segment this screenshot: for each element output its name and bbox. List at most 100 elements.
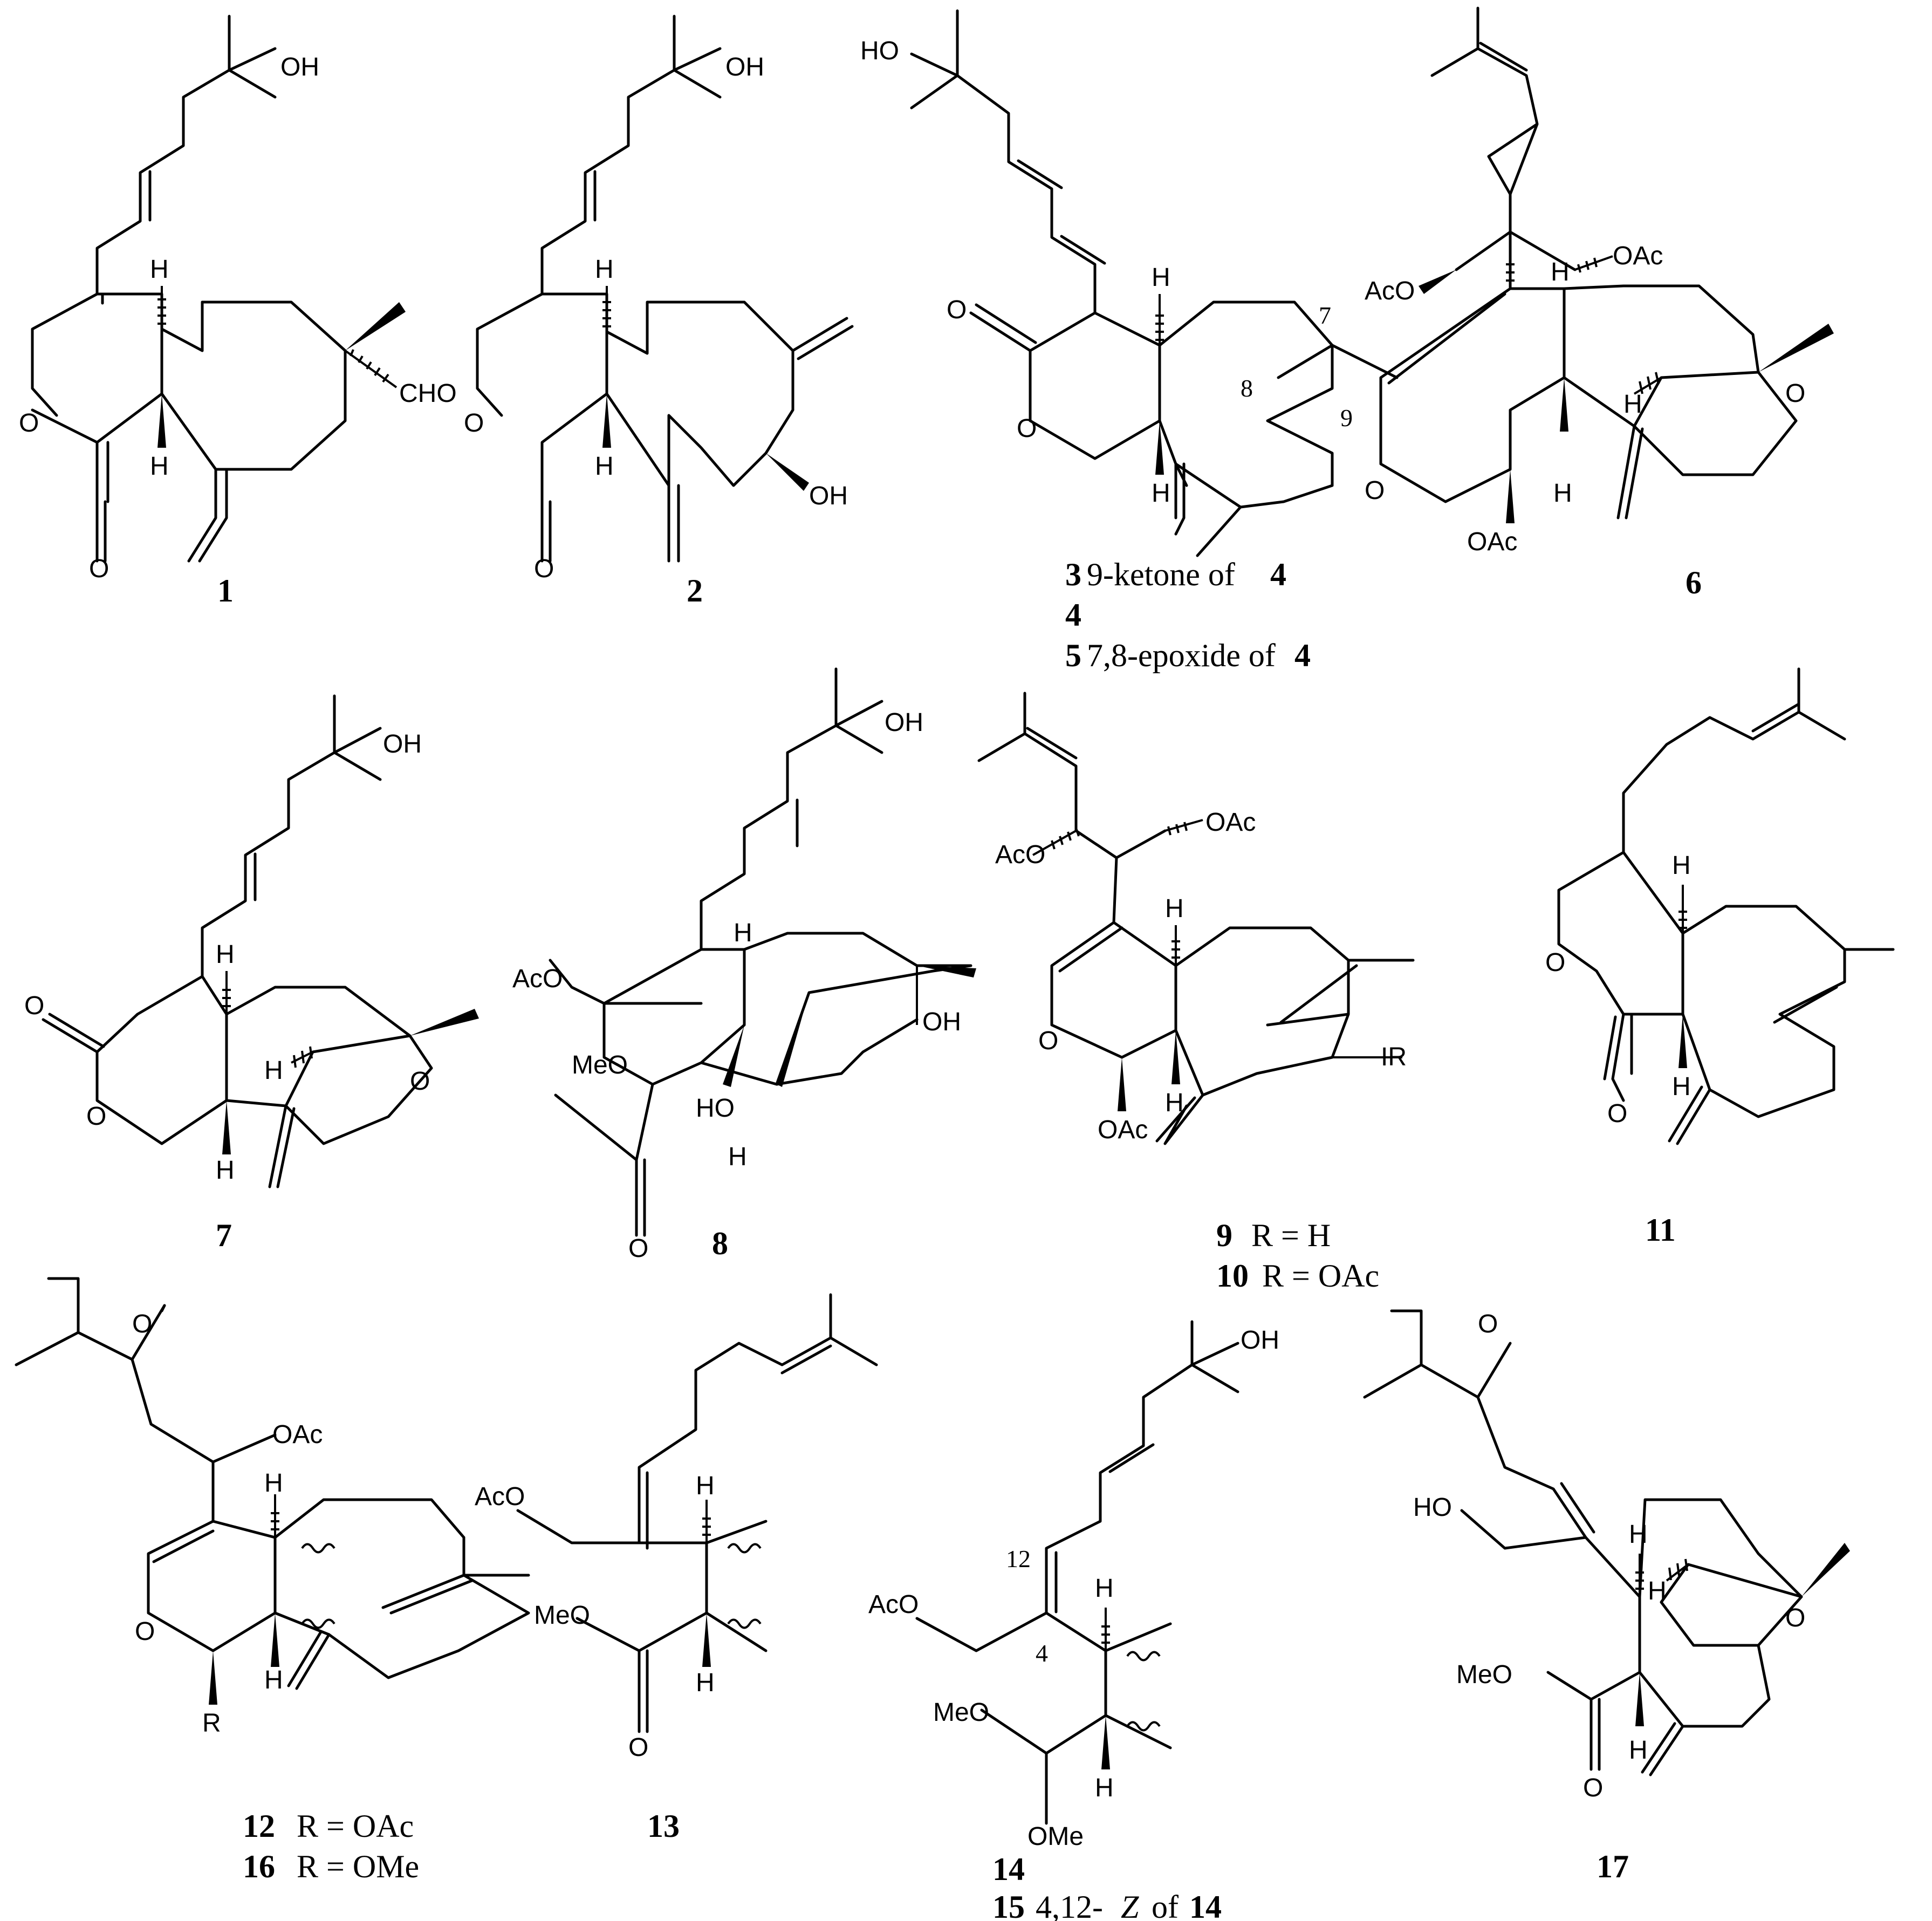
position-number: 7 [1319,302,1331,329]
compound-note: R = H [1251,1218,1331,1253]
oac-label: AcO [1365,277,1415,305]
ring-oxygen-label: O [464,409,484,437]
compound-number-12: 12 [243,1808,275,1844]
cho-label: CHO [399,379,457,408]
compound-note: of [1152,1889,1179,1921]
compound-reference: 14 [1189,1889,1222,1921]
oac-label: OAc [1467,528,1517,556]
ome-label: MeO [534,1601,590,1630]
compound-number-16: 16 [243,1849,275,1884]
ring-oxygen-label: O [1365,476,1385,505]
h-label: H [1672,1072,1691,1101]
r-group-label: R [202,1709,221,1738]
oac-label: AcO [512,965,563,993]
h-label: H [1553,479,1572,508]
oh-label: OH [922,1008,961,1036]
compound-number-6: 6 [1686,565,1702,600]
ring-oxygen-label: O [19,409,39,437]
oac-label: OAc [1098,1116,1148,1144]
carbonyl-oxygen-label: O [947,296,967,324]
oac-label: AcO [475,1482,525,1511]
structure-compound-17: O HO MeO O O H H H 17 [1363,1309,1850,1884]
position-number: 8 [1241,374,1253,402]
ring-oxygen-label: O [1545,948,1565,977]
h-label: H [734,919,752,947]
structure-compound-13: AcO MeO O H H 13 [475,1293,878,1844]
r-group-label: IR [1381,1043,1407,1071]
oh-label: OH [809,482,848,510]
ring-oxygen-label: O [86,1102,106,1131]
h-label: H [1629,1736,1648,1765]
compound-number-1: 1 [217,573,234,609]
h-label: H [1095,1574,1114,1603]
structure-compound-2: OH OH O O H H 2 [464,15,854,609]
structure-compound-7: OH O O O H H H 7 [24,694,479,1253]
h-label: H [1152,479,1170,508]
compound-number-4: 4 [1065,597,1081,633]
ome-label: MeO [572,1051,628,1079]
epoxide-oxygen-label: O [1785,379,1805,408]
epoxide-oxygen-label: O [132,1310,152,1338]
oac-label: OAc [1613,242,1663,270]
h-label: H [1672,851,1691,880]
compound-number-3: 3 [1065,557,1081,592]
ring-oxygen-label: O [135,1617,155,1646]
oac-label: OAc [272,1420,323,1449]
ho-label: HO [860,37,899,65]
compound-number-11: 11 [1645,1212,1676,1248]
h-label: H [696,1472,715,1500]
h-label: H [1165,1089,1184,1117]
h-label: H [1551,258,1570,286]
compound-note: R = OMe [297,1849,419,1884]
structure-compound-6: AcO OAc O O H H H OAc 6 [1365,6,1834,600]
h-label: H [216,940,235,969]
compound-number-14: 14 [992,1851,1025,1887]
position-number: 12 [1006,1545,1031,1573]
oac-label: OAc [1205,808,1256,837]
compound-note: 9-ketone of [1087,557,1235,592]
h-label: H [728,1143,747,1171]
structure-compound-12-16: O OAc O H H R 12 R = OAc 16 R = OMe [15,1277,530,1884]
ome-label: MeO [1456,1660,1512,1689]
structure-compound-3-4-5: HO O O H H 7 8 9 3 9-ketone of 4 4 5 7,8… [860,9,1399,673]
compound-number-13: 13 [647,1808,680,1844]
epoxide-oxygen-label: O [1478,1310,1498,1338]
epoxide-oxygen-label: O [410,1067,430,1096]
compound-number-5: 5 [1065,638,1081,673]
h-label: H [595,452,614,481]
structure-compound-1: OH CHO O O H H 1 [19,15,457,609]
structure-compound-14-15: OH AcO MeO OMe H H 12 4 14 15 4,12- Z of… [868,1320,1279,1921]
h-label: H [1152,263,1170,292]
ome-label: MeO [933,1698,989,1727]
ring-oxygen-label: O [1038,1027,1058,1055]
h-label: H [1095,1774,1114,1802]
oh-label: OH [725,53,764,81]
ho-label: HO [1413,1493,1452,1522]
structure-compound-9-10: AcO OAc O H H IR OAc 9 R = H 10 R = OAc [977,692,1415,1294]
carbonyl-oxygen-label: O [1607,1099,1627,1128]
compound-number-2: 2 [687,573,703,609]
compound-reference: 4 [1270,557,1286,592]
compound-reference: 4 [1294,638,1311,673]
compound-number-15: 15 [992,1889,1025,1921]
carbonyl-oxygen-label: O [628,1234,648,1263]
h-label: H [696,1669,715,1697]
oac-label: AcO [995,840,1045,869]
h-label: H [264,1469,283,1498]
carbonyl-oxygen-label: O [1583,1774,1603,1802]
compound-note: R = OAc [297,1808,414,1844]
h-label: H [595,255,614,284]
h-label: H [1623,390,1642,419]
structure-compound-8: OH AcO MeO O OH HO H H 8 [512,667,976,1263]
carbonyl-oxygen-label: O [534,555,554,583]
compound-number-7: 7 [216,1218,232,1253]
position-number: 4 [1036,1639,1048,1667]
h-label: H [1629,1520,1648,1549]
ho-label: HO [696,1094,735,1123]
h-label: H [264,1056,283,1085]
oh-label: OH [383,730,422,758]
compound-number-8: 8 [712,1226,728,1261]
h-label: H [264,1666,283,1694]
compound-note: R = OAc [1262,1258,1379,1294]
